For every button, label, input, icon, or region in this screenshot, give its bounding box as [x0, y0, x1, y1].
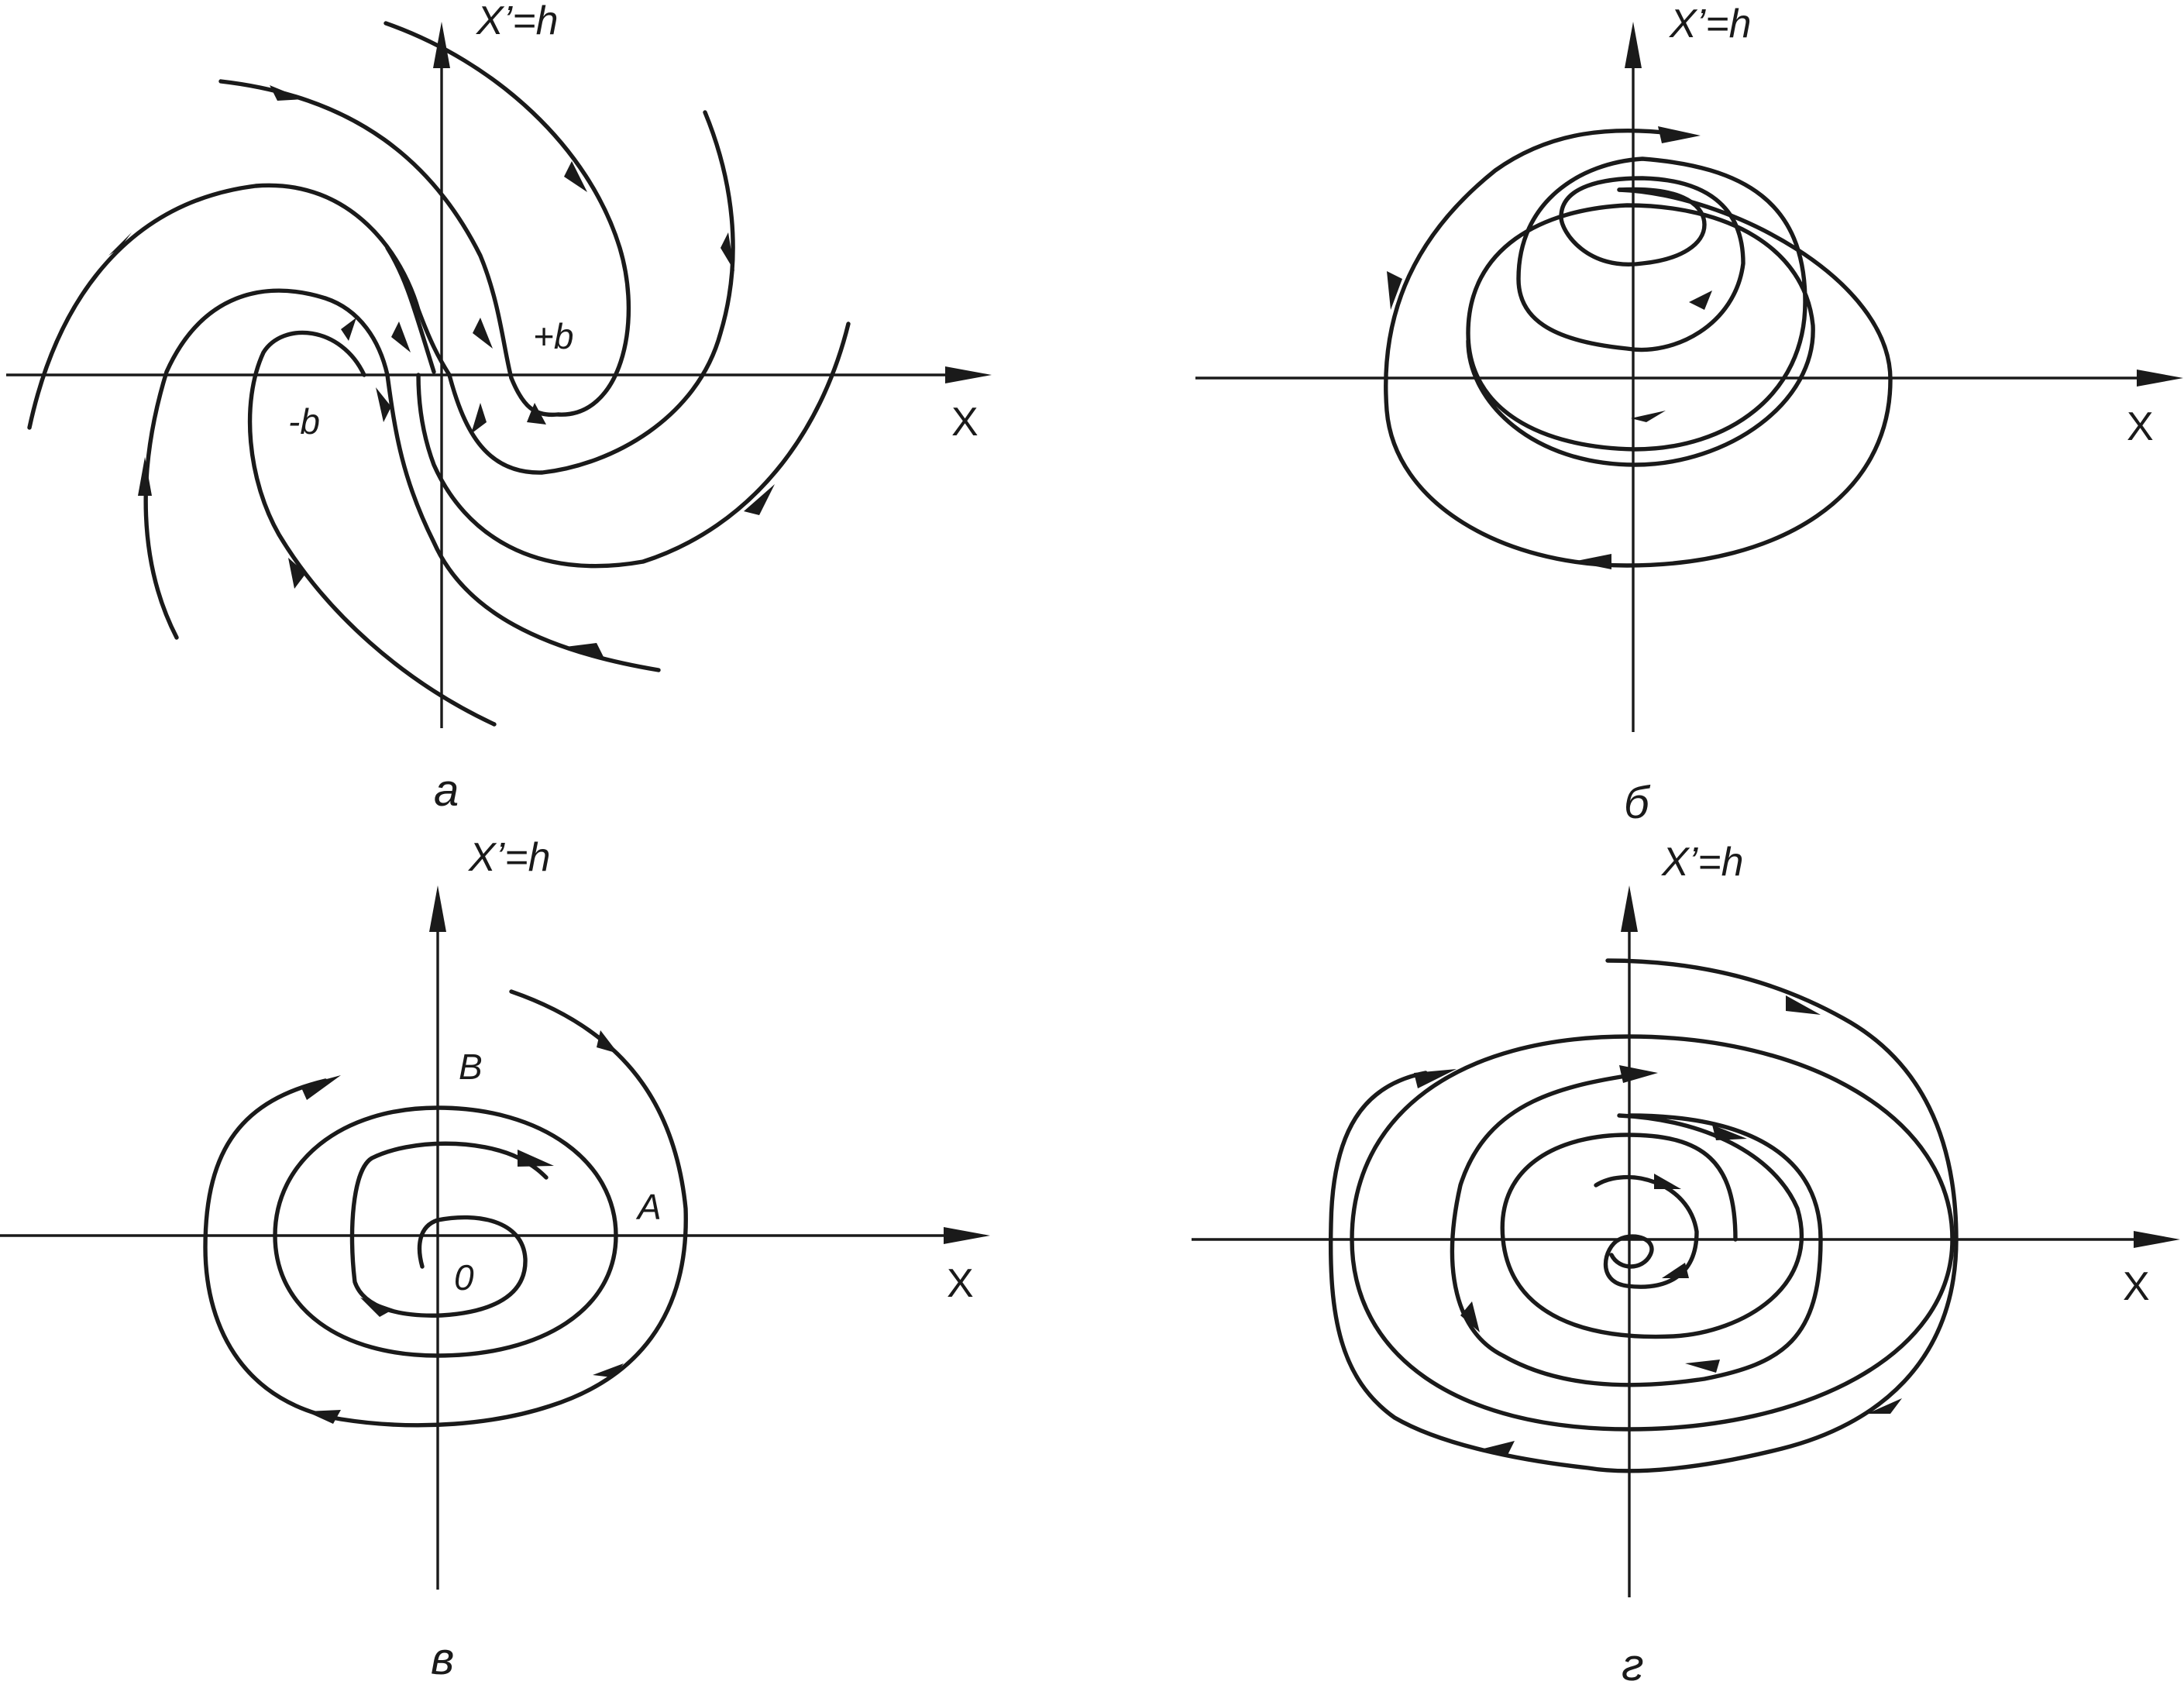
- panel-v-flow-arrowhead: [360, 1298, 394, 1317]
- panel-g-flow-arrowhead: [1484, 1441, 1515, 1456]
- panel-g-flow-arrowhead: [1662, 1263, 1689, 1278]
- panel-g-caption: г: [1622, 1640, 1644, 1681]
- panel-v-cycle: [273, 1105, 618, 1358]
- panel-g-y-axis-arrowhead: [1621, 885, 1638, 932]
- panel-v-flow-arrowhead: [518, 1150, 554, 1167]
- panel-b-flow-arrowhead: [1658, 126, 1701, 143]
- panel-v-y-axis-label: X’=h: [468, 835, 551, 880]
- panel-a-trajectory: [447, 110, 735, 475]
- panel-b-spiral-trajectory: [1466, 156, 1815, 467]
- panel-v-flow-arrowhead: [593, 1363, 624, 1377]
- panel-b-x-axis-label: X: [2127, 404, 2154, 449]
- panel-g-flow-arrowhead: [1414, 1069, 1457, 1088]
- panel-a-trajectory: [385, 246, 436, 374]
- panel-b-x-axis-arrowhead: [2137, 370, 2183, 387]
- panel-b-flow-arrowhead: [1689, 290, 1712, 310]
- panel-a: X’=h X +b -b а: [6, 0, 992, 816]
- panel-g-flow-arrowhead: [1619, 1065, 1658, 1083]
- panel-a-trajectory: [247, 330, 497, 727]
- panel-g-flow-arrowhead: [1712, 1125, 1747, 1140]
- panel-g-flow-arrowhead: [1867, 1398, 1902, 1414]
- panel-a-trajectory: [416, 321, 851, 569]
- panel-g-flow-arrowhead: [1685, 1360, 1720, 1373]
- panel-v-x-axis-arrowhead: [944, 1227, 990, 1244]
- panel-v-flow-arrowhead: [301, 1075, 341, 1100]
- panel-a-flow-arrowhead: [270, 85, 304, 101]
- panel-a-flow-arrowhead: [138, 457, 152, 496]
- panel-a-flow-arrowhead: [721, 232, 734, 271]
- panel-a-x-axis-arrowhead: [945, 366, 992, 383]
- panel-v-flow-arrowhead: [306, 1410, 341, 1424]
- panel-a-y-axis-label: X’=h: [476, 0, 559, 43]
- panel-g-x-axis-label: X: [2123, 1264, 2150, 1309]
- panel-v-flow-arrowhead: [597, 1030, 618, 1054]
- panel-b-flow-arrowhead: [1573, 554, 1611, 569]
- panel-a-trajectory: [383, 21, 631, 418]
- panel-a-x-axis-label: X: [951, 400, 979, 445]
- panel-a-flow-arrowhead: [527, 403, 546, 425]
- panel-g-y-axis-label: X’=h: [1661, 840, 1744, 885]
- panel-b: X’=h X б: [1195, 2, 2183, 828]
- panel-a-flow-arrowhead: [391, 321, 411, 352]
- panel-g-flow-arrowhead: [1460, 1301, 1480, 1332]
- panel-b-y-axis-arrowhead: [1625, 22, 1642, 68]
- panel-g-outer-trajectory: [1328, 958, 1959, 1473]
- panel-g-x-axis-arrowhead: [2134, 1231, 2180, 1248]
- panel-v-point-a: A: [635, 1187, 662, 1227]
- panel-a-trajectory: [218, 79, 514, 380]
- panel-v-outer-trajectory: [203, 989, 688, 1428]
- panel-a-point-minus-b: -b: [288, 401, 320, 442]
- panel-a-flow-arrowhead: [473, 318, 493, 349]
- panel-v-y-axis-arrowhead: [429, 885, 446, 932]
- panel-v: X’=h X B A 0 в: [0, 835, 990, 1681]
- panel-v-x-axis-label: X: [947, 1261, 974, 1306]
- panel-a-flow-arrowhead: [288, 558, 306, 589]
- panel-v-point-b: B: [459, 1047, 483, 1087]
- panel-a-flow-arrowhead: [341, 318, 356, 341]
- panel-b-y-axis-label: X’=h: [1669, 2, 1752, 46]
- panel-v-inner-spiral: [349, 1141, 549, 1318]
- panel-a-y-axis-arrowhead: [433, 22, 450, 68]
- panel-a-trajectory: [385, 373, 661, 672]
- panel-g-mid-spiral: [1500, 1113, 1804, 1339]
- panel-g: X’=h X г: [1192, 840, 2180, 1681]
- panel-a-trajectory: [143, 288, 390, 640]
- panel-g-flow-arrowhead: [1654, 1174, 1681, 1189]
- panel-g-flow-arrowhead: [1786, 995, 1821, 1015]
- panel-g-outer-spiral: [1450, 1071, 1823, 1387]
- panel-v-caption: в: [431, 1634, 454, 1681]
- panel-g-cycle: [1350, 1034, 1955, 1432]
- panel-a-flow-arrowhead: [108, 232, 132, 256]
- panel-a-flow-arrowhead: [566, 643, 604, 658]
- panel-a-flow-arrowhead: [471, 403, 487, 434]
- panel-a-trajectory: [27, 183, 452, 430]
- panel-a-point-plus-b: +b: [533, 316, 573, 356]
- panel-a-flow-arrowhead: [564, 161, 587, 192]
- panel-b-outer-trajectory: [1384, 128, 1893, 568]
- panel-b-flow-arrowhead: [1631, 411, 1666, 422]
- panel-v-origin-0: 0: [454, 1257, 474, 1298]
- panel-a-flow-arrowhead: [376, 387, 391, 422]
- panel-b-flow-arrowhead: [1387, 271, 1402, 310]
- panel-g-inner-spiral: [1594, 1174, 1699, 1289]
- panel-a-caption: а: [434, 765, 459, 816]
- panel-a-flow-arrowhead: [744, 484, 775, 515]
- panel-b-caption: б: [1624, 778, 1651, 828]
